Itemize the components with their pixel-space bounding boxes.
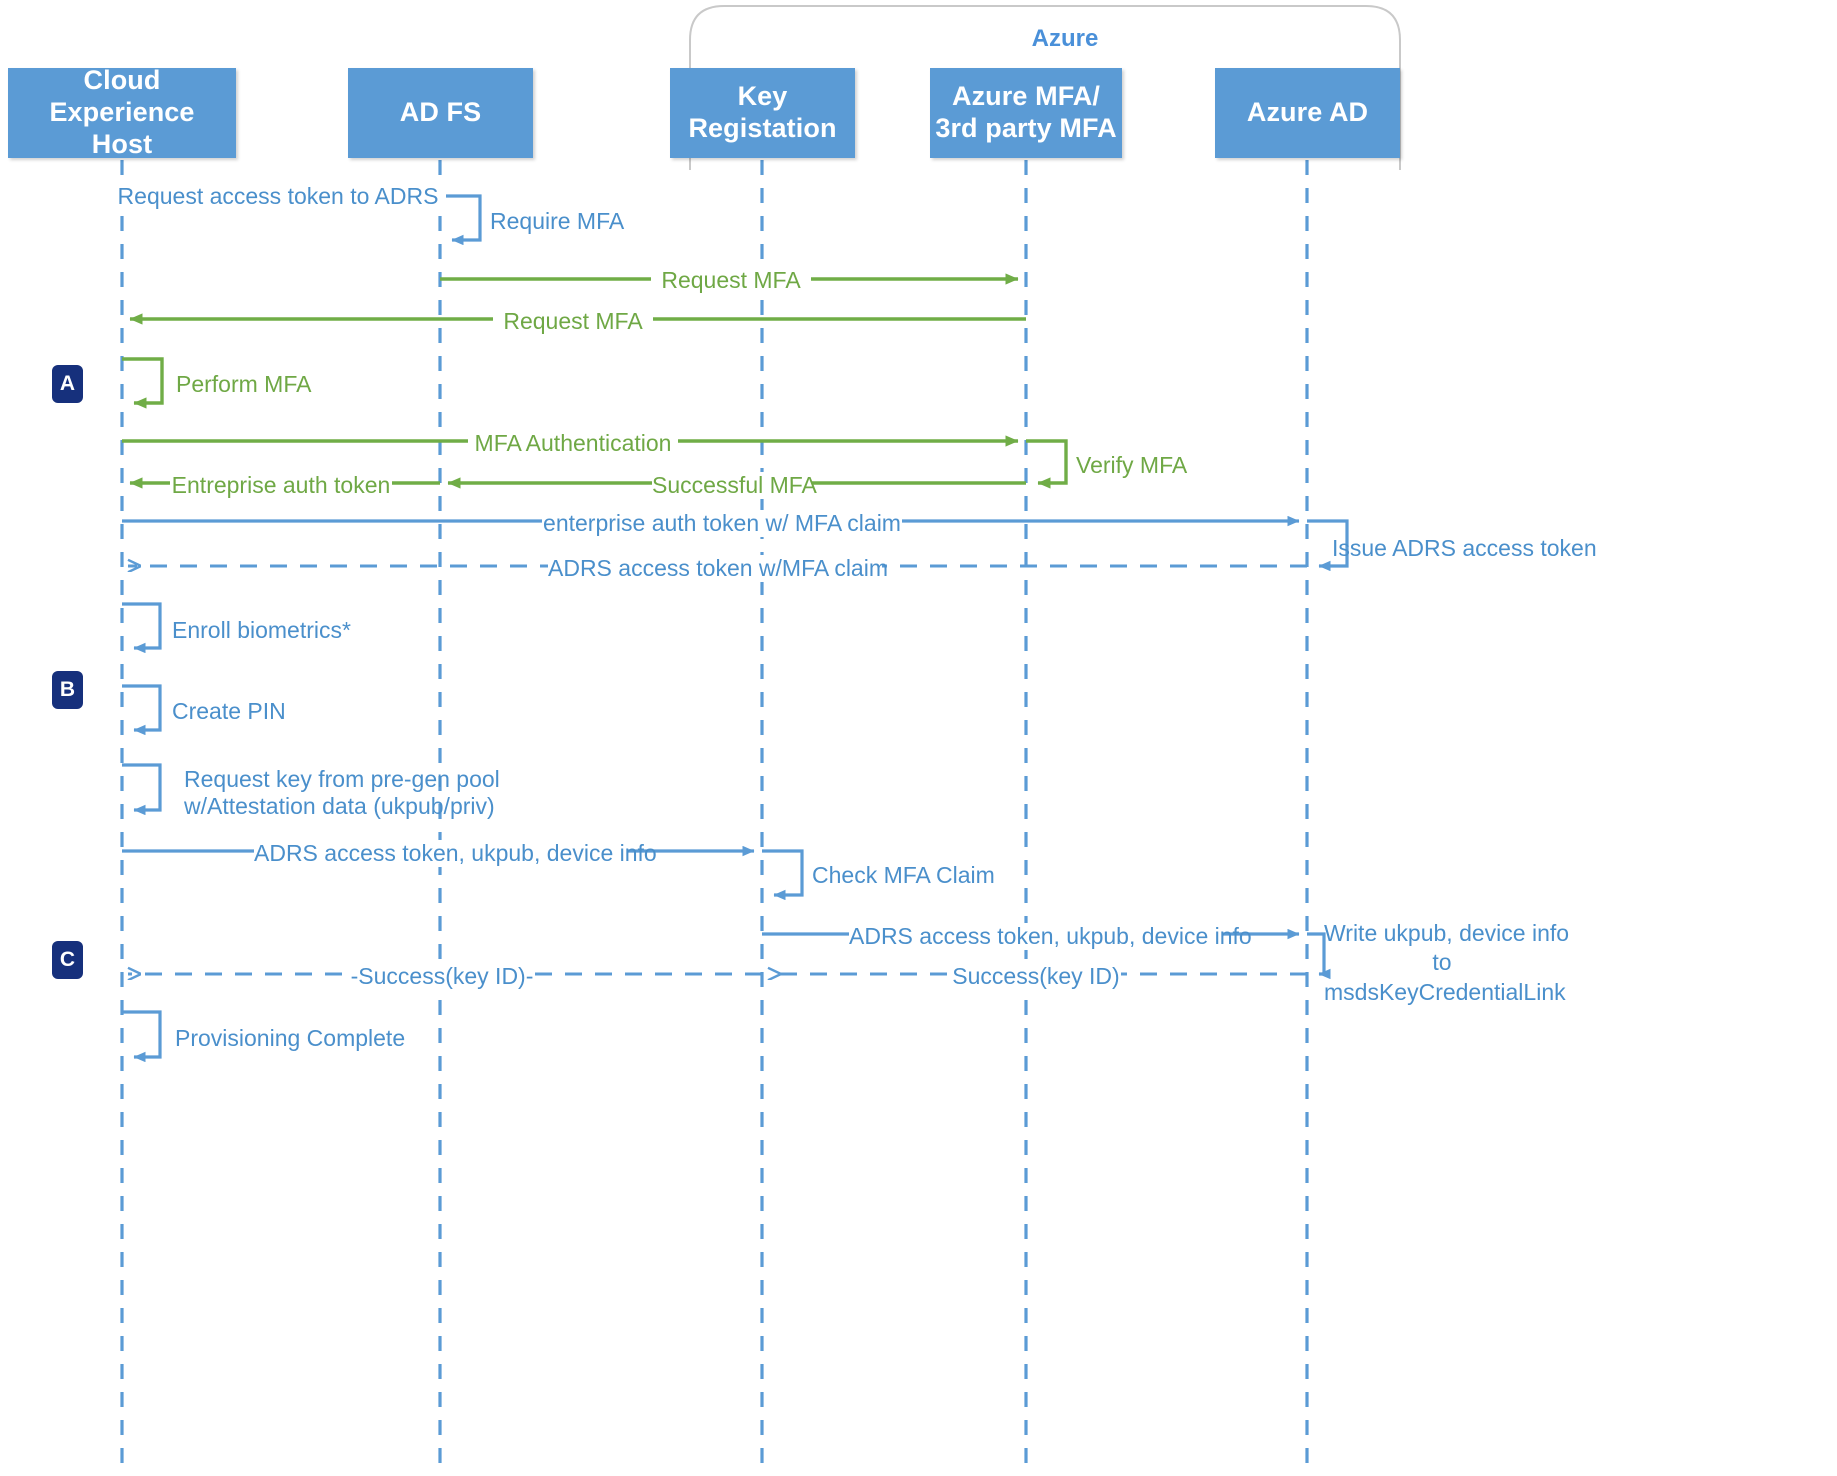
actor-label: AD FS [399, 97, 482, 128]
actor-azure-ad[interactable]: Azure AD [1215, 68, 1400, 158]
arrow-enroll-biometrics-self [122, 602, 162, 654]
message-label-issue-adrs-access-token: Issue ADRS access token [1332, 535, 1597, 561]
message-label-verify-mfa: Verify MFA [1076, 452, 1188, 478]
message-label-enterprise-auth-token-w-mfa-claim: enterprise auth token w/ MFA claim [542, 510, 902, 538]
arrow-verify-mfa-self [1026, 439, 1068, 489]
message-label-create-pin: Create PIN [172, 698, 286, 724]
arrow-check-mfa-claim-self [762, 849, 804, 901]
message-label-success-key-id-left: -Success(key ID)- [350, 963, 534, 991]
arrow-require-mfa-self [440, 194, 482, 246]
message-label-perform-mfa: Perform MFA [176, 371, 312, 397]
message-label-adrs-token-ukpub-device-info-1: ADRS access token, ukpub, device info [254, 840, 657, 868]
actor-label: Azure MFA/3rd party MFA [935, 81, 1117, 143]
arrow-request-key-self [122, 763, 162, 816]
arrow-issue-adrs-access-token-self [1307, 519, 1349, 572]
message-label-success-key-id-right: Success(key ID) [951, 963, 1121, 991]
actor-ad-fs[interactable]: AD FS [348, 68, 533, 158]
azure-boundary [689, 5, 1401, 170]
message-label-request-mfa-2: Request MFA [493, 308, 653, 336]
message-label-provisioning-complete: Provisioning Complete [175, 1025, 406, 1051]
phase-badge-a: A [52, 365, 83, 403]
message-label-request-access-token-to-adrs: Request access token to ADRS [110, 183, 446, 211]
message-label-request-mfa-1: Request MFA [651, 267, 811, 295]
actor-label: Azure AD [1246, 97, 1369, 128]
phase-badge-b: B [52, 671, 83, 709]
arrow-write-ukpub-self [1307, 932, 1331, 980]
azure-boundary-label: Azure [1031, 25, 1099, 52]
message-label-entreprise-auth-token: Entreprise auth token [170, 472, 392, 500]
phase-badge-c: C [52, 941, 83, 979]
phase-badge-label: A [59, 372, 76, 395]
message-label-adrs-access-token-w-mfa-claim: ADRS access token w/MFA claim [548, 555, 888, 583]
actor-azure-mfa-3rd-party-mfa[interactable]: Azure MFA/3rd party MFA [930, 68, 1122, 158]
arrow-perform-mfa-self [122, 357, 164, 409]
message-label-adrs-token-ukpub-device-info-2: ADRS access token, ukpub, device info [849, 923, 1252, 951]
arrow-create-pin-self [122, 684, 162, 736]
arrow-provisioning-complete-self [122, 1010, 162, 1063]
phase-badge-label: B [59, 678, 76, 701]
message-label-check-mfa-claim: Check MFA Claim [812, 862, 995, 888]
message-label-mfa-authentication: MFA Authentication [468, 430, 678, 458]
message-label-successful-mfa: Successful MFA [652, 472, 817, 500]
phase-badge-label: C [59, 948, 76, 971]
lifelines [120, 160, 1309, 1468]
message-label-enroll-biometrics: Enroll biometrics* [172, 617, 351, 643]
message-label-require-mfa: Require MFA [490, 208, 625, 234]
